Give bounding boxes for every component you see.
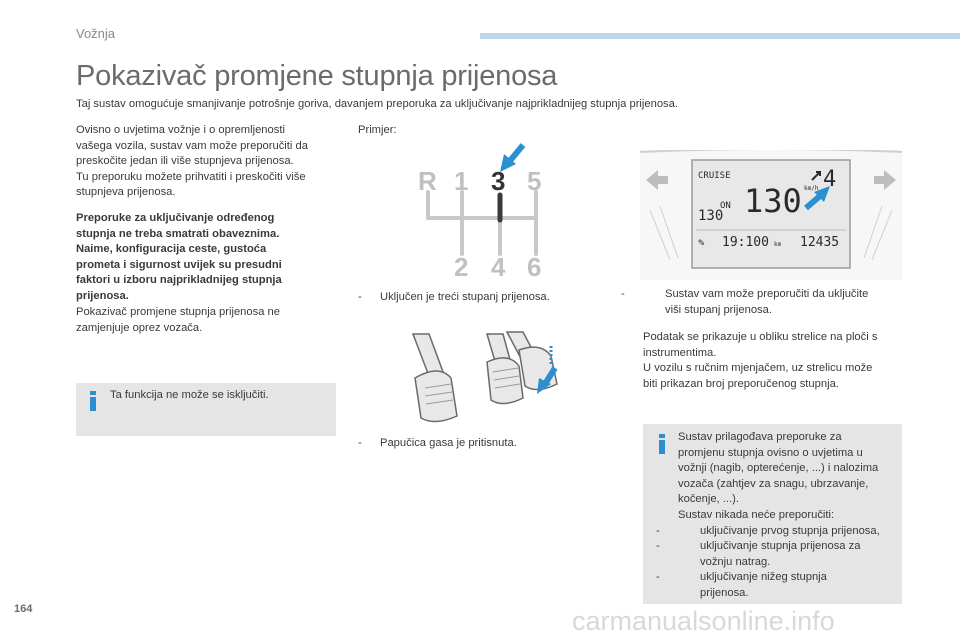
arrow-down-icon [537,346,558,394]
gear-label-5: 5 [527,166,541,196]
warning-paragraph: Preporuke za uključivanje određenog stup… [76,212,282,302]
trip-value: 19:100 [722,235,769,250]
trip-unit: km [774,241,782,248]
instrument-cluster-display: CRUISE ON 130 130 km/h 4 ✎ 19:100 km 124… [640,150,902,280]
bullet-pedal-pressed: -Papučica gasa je pritisnuta. [358,437,517,449]
info-text-system: Sustav prilagođava preporuke za promjenu… [656,430,900,602]
intro-paragraph: Ovisno o uvjetima vožnje i o opremljenos… [76,124,308,199]
display-explanation: Podatak se prikazuje u obliku strelice n… [643,331,878,390]
odometer-value: 12435 [800,235,839,250]
wrench-icon: ✎ [698,236,705,249]
arrow-left-icon [646,170,668,190]
page-number: 164 [14,603,33,615]
info-bullet: -uključivanje stupnja prijenosa za [656,540,861,553]
gear-label-2: 2 [454,252,468,280]
gear-label-r: R [418,166,437,196]
info-bullet: -uključivanje prvog stupnja prijenosa, [656,524,880,537]
page-title: Pokazivač promjene stupnja prijenosa [76,60,558,92]
page-subtitle: Taj sustav omogućuje smanjivanje potrošn… [76,98,678,110]
caution-paragraph: Pokazivač promjene stupnja prijenosa ne … [76,306,280,334]
pedals-illustration [411,331,558,423]
header-bar [480,33,960,39]
gear-label-3: 3 [491,166,505,196]
bullet-upshift: -Sustav vam može preporučiti da uključit… [621,288,869,316]
watermark: carmanualsonline.info [572,606,835,636]
recommended-gear: 4 [823,167,836,192]
example-label: Primjer: [358,124,397,136]
info-bullet: -uključivanje nižeg stupnja [656,571,827,584]
info-box-left: Ta funkcija ne može se isključiti. [76,383,336,436]
bullet-gear-engaged: -Uključen je treći stupanj prijenosa. [358,291,550,303]
arrow-down-icon [500,143,526,172]
section-title: Vožnja [76,26,116,41]
cruise-on-label: ON [720,201,731,211]
set-speed: 130 [698,208,723,224]
info-icon [90,391,96,411]
gear-label-1: 1 [454,166,468,196]
arrow-right-icon [874,170,896,190]
gear-label-4: 4 [491,252,506,280]
info-box-right: Sustav prilagođava preporuke za promjenu… [643,424,902,604]
info-text: Ta funkcija ne može se isključiti. [110,389,269,401]
arrow-up-right-icon [804,186,830,211]
current-speed: 130 [744,182,802,220]
cruise-label: CRUISE [698,171,731,181]
gear-label-6: 6 [527,252,541,280]
gear-pattern-diagram: R 1 3 5 2 4 6 [418,143,541,280]
upshift-arrow-icon [811,171,821,181]
speed-unit: km/h [804,185,819,192]
info-icon [659,434,665,454]
